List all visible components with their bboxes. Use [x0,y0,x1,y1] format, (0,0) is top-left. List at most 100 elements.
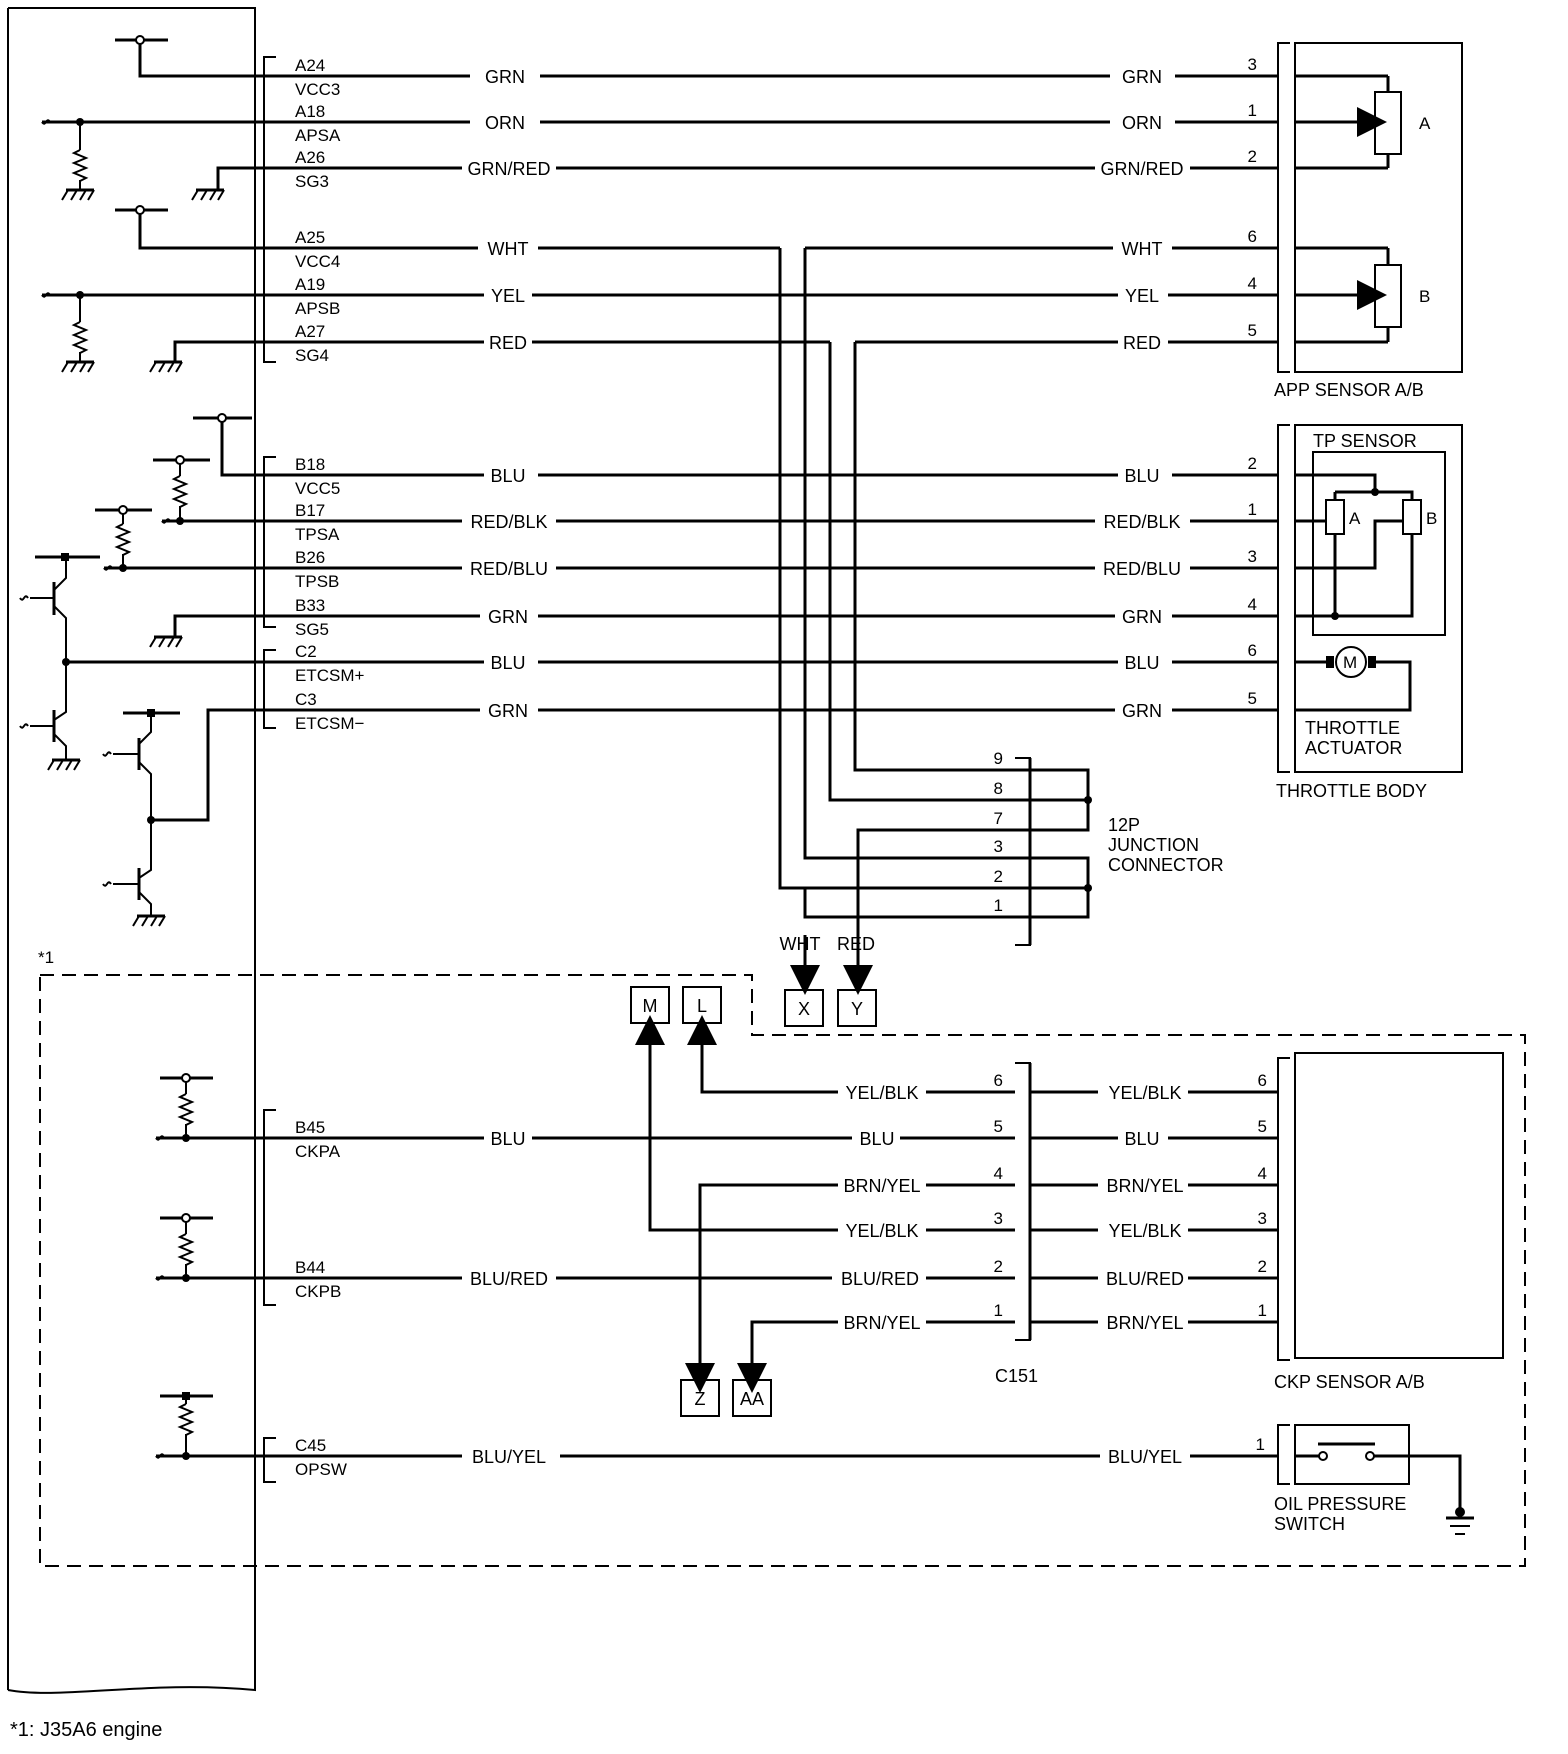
wire-label: BLU [490,466,525,486]
pin-c2: C2 [295,642,317,661]
pin-opsw: OPSW [295,1460,347,1479]
oil-switch-label-1: OIL PRESSURE [1274,1494,1406,1514]
ckp-sensor-label: CKP SENSOR A/B [1274,1372,1425,1392]
wire-label: ORN [1122,113,1162,133]
pin-number: 4 [1248,595,1257,614]
ecm-block [7,7,256,1694]
ecm-connector-brackets [263,56,276,1483]
main-wires [264,74,1278,712]
wire-label: BRN/YEL [1106,1176,1183,1196]
wire-label: BLU/RED [841,1269,919,1289]
tp-element-b-label: B [1426,509,1437,528]
wire-label: RED/BLU [470,559,548,579]
pin-a18: A18 [295,102,325,121]
wire-label: BLU [1124,1129,1159,1149]
pin-number: 2 [994,867,1003,886]
pin-number: 4 [994,1164,1003,1183]
pin-number: 2 [1248,454,1257,473]
app-sensor [1277,42,1463,373]
pin-number: 5 [1248,689,1257,708]
pin-apsa: APSA [295,126,341,145]
wire-label: WHT [1122,239,1163,259]
pin-sg3: SG3 [295,172,329,191]
wire-label: YEL [491,286,525,306]
wire-label: YEL/BLK [845,1083,918,1103]
pin-tpsa: TPSA [295,525,340,544]
ckp-sensor [1277,1052,1504,1361]
pin-number: 1 [1248,101,1257,120]
pin-a26: A26 [295,148,325,167]
wire-label: BLU [1124,653,1159,673]
oil-switch-label-2: SWITCH [1274,1514,1345,1534]
ref-box-z [680,1379,720,1417]
tp-sensor-label: TP SENSOR [1313,431,1417,451]
pin-etcsm-minus: ETCSM− [295,714,365,733]
pin-apsb: APSB [295,299,340,318]
wire-label: RED/BLU [1103,559,1181,579]
junction-label-1: 12P [1108,815,1140,835]
pin-b18: B18 [295,455,325,474]
wire-label: YEL/BLK [845,1221,918,1241]
wire-label: BLU/YEL [472,1447,546,1467]
note-marker: *1 [38,948,54,967]
j35a6-region [39,974,1526,1567]
wire-label: YEL/BLK [1108,1083,1181,1103]
wire-label: BLU [1124,466,1159,486]
junction-label-3: CONNECTOR [1108,855,1224,875]
pin-number: 3 [1248,547,1257,566]
pin-number: 5 [1248,321,1257,340]
pin-ckpa: CKPA [295,1142,341,1161]
junction-routing [778,248,1092,995]
pin-number: 6 [1248,227,1257,246]
pin-b44: B44 [295,1258,325,1277]
pin-sg4: SG4 [295,346,329,365]
pin-a24: A24 [295,56,325,75]
wire-label: RED [1123,333,1161,353]
ref-x: X [798,999,810,1019]
pin-number: 5 [1258,1117,1267,1136]
element-b-label: B [1419,287,1430,306]
pin-number: 6 [1248,641,1257,660]
pin-number: 1 [1258,1301,1267,1320]
wire-label: GRN [485,67,525,87]
ref-box-l [682,986,722,1024]
wire-label: RED/BLK [470,512,547,532]
ref-box-aa [732,1379,772,1417]
wire-label: GRN [488,607,528,627]
ref-z: Z [695,1389,706,1409]
ref-l: L [697,996,707,1016]
wire-label: GRN [488,701,528,721]
pin-number: 6 [1258,1071,1267,1090]
ecm-internal-circuits [19,35,264,1460]
pin-etcsm-plus: ETCSM+ [295,666,365,685]
pin-c3: C3 [295,690,317,709]
wire-label: GRN/RED [467,159,550,179]
wire-label: BLU [490,653,525,673]
pin-number: 6 [994,1071,1003,1090]
pin-a19: A19 [295,275,325,294]
pin-number: 4 [1258,1164,1267,1183]
pin-number: 9 [994,749,1003,768]
pin-number: 8 [994,779,1003,798]
wire-label: RED [837,934,875,954]
wire-label: BLU/RED [1106,1269,1184,1289]
pin-number: 2 [1258,1257,1267,1276]
pin-b17: B17 [295,501,325,520]
pin-number: 1 [994,1301,1003,1320]
tp-element-a-label: A [1349,509,1361,528]
junction-label-2: JUNCTION [1108,835,1199,855]
pin-number: 7 [994,809,1003,828]
pin-b33: B33 [295,596,325,615]
ref-aa: AA [740,1389,764,1409]
ref-m: M [643,996,658,1016]
ref-box-m [630,986,670,1024]
pin-b26: B26 [295,548,325,567]
wire-label: GRN/RED [1100,159,1183,179]
wire-label: BLU [859,1129,894,1149]
pin-number: 5 [994,1117,1003,1136]
pin-number: 3 [1248,55,1257,74]
oil-pressure-switch [1277,1424,1474,1535]
footnote: *1: J35A6 engine [10,1719,162,1741]
c151-label: C151 [995,1366,1038,1386]
